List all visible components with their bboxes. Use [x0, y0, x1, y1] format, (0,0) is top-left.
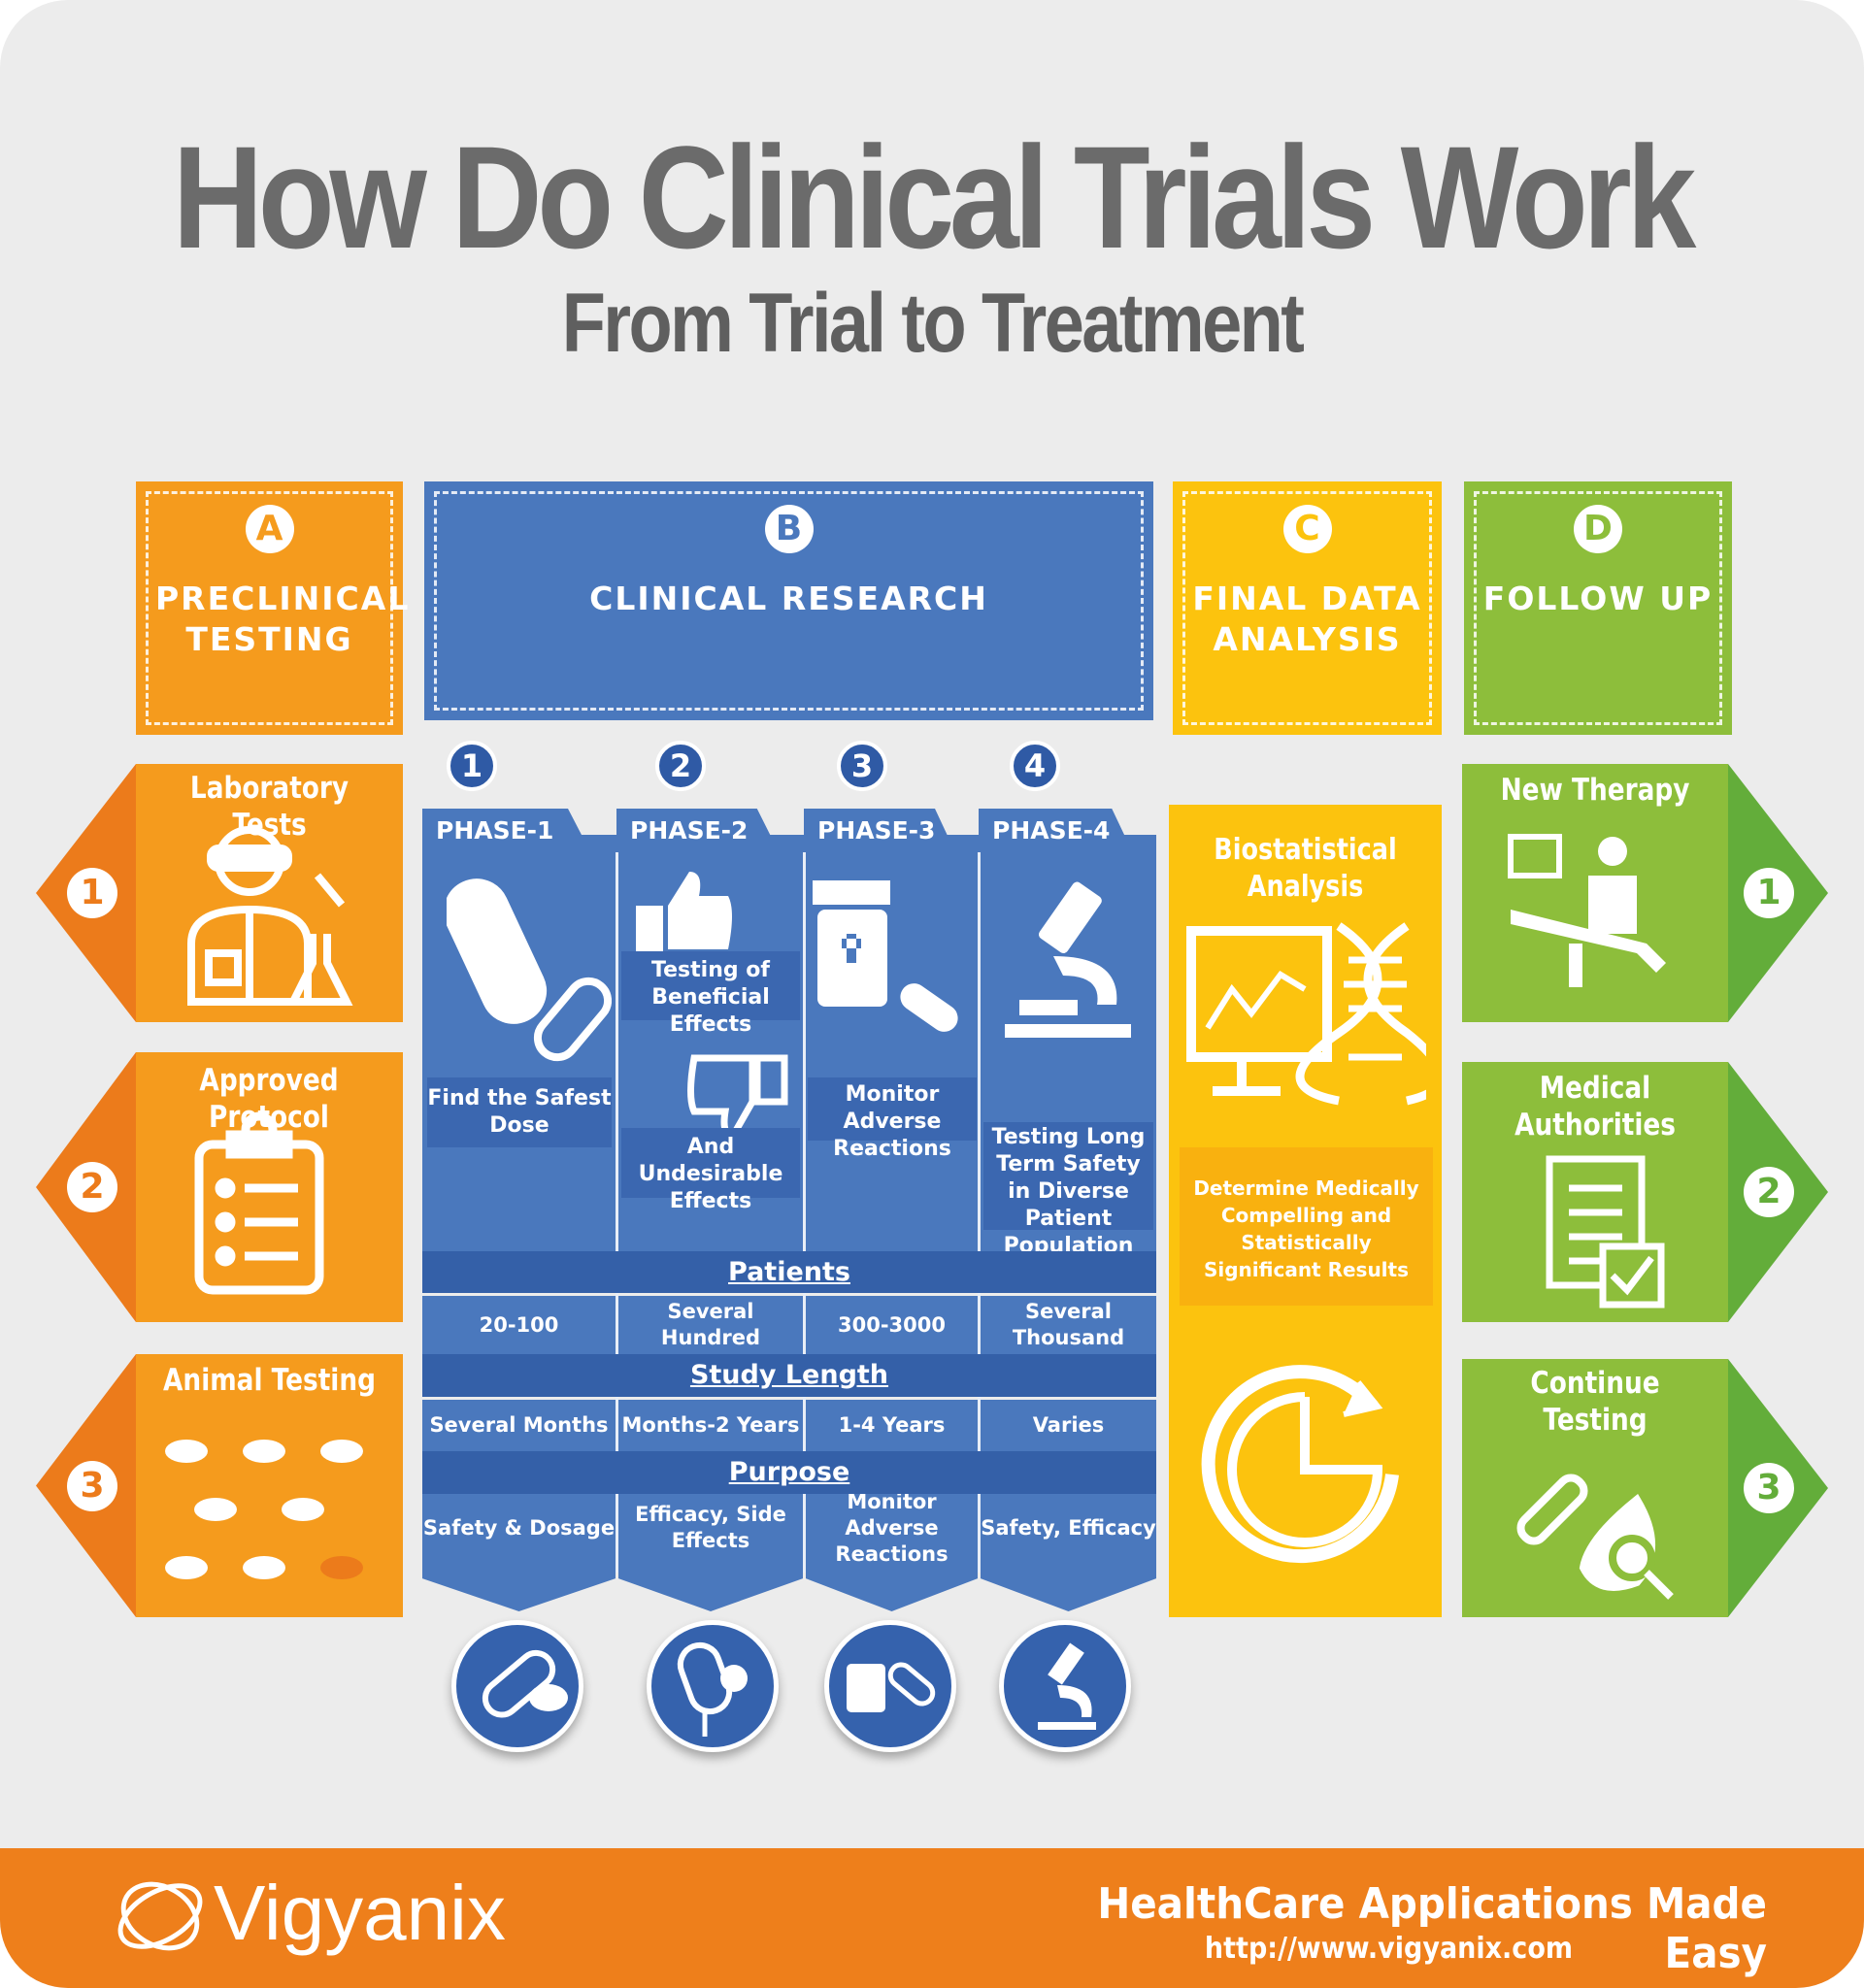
phase-tab-3: PHASE-3: [804, 809, 979, 852]
pie-chart-icon: [1201, 1365, 1399, 1564]
microscope-icon: [1005, 881, 1131, 1038]
analysis-title: Biostatistical Analysis: [1214, 833, 1397, 904]
section-c-header: C FINAL DATA ANALYSIS: [1173, 481, 1442, 735]
phase-tab-2: PHASE-2: [616, 809, 804, 852]
tagline: HealthCare Applications Made Easy: [1097, 1879, 1767, 1978]
section-letter: B: [764, 505, 814, 553]
phase-tab-4: PHASE-4: [979, 809, 1156, 852]
column-divider: [803, 852, 806, 1573]
phase-number: 2: [655, 741, 706, 791]
phase-4-chevron: Safety, Efficacy: [981, 1494, 1156, 1611]
section-a-header: A PRECLINICAL TESTING: [136, 481, 411, 735]
pills-circle-icon: [824, 1620, 956, 1752]
followup-step-2: Medical Authorities 2: [1462, 1062, 1828, 1322]
purpose-phase-2: Efficacy, Side Effects: [635, 1503, 786, 1552]
phase-2-goal-2: And Undesirable Effects: [621, 1128, 800, 1213]
purpose-phase-1: Safety & Dosage: [422, 1515, 616, 1540]
scientist-icon: [187, 826, 353, 1006]
pill-bottle-icon: [813, 880, 962, 1036]
page-title: How Do Clinical Trials Work: [172, 116, 1696, 279]
page-subtitle: From Trial to Treatment: [561, 277, 1305, 370]
phase-2-goal: Testing of Beneficial Effects: [621, 951, 800, 1037]
analysis-panel: Biostatistical Analysis Determine Medica…: [1169, 805, 1442, 1617]
phase-number: 4: [1010, 741, 1060, 791]
preclinical-step-1: 1 Laboratory Tests: [36, 764, 403, 1022]
patients-phase-2: Several Hundred: [618, 1296, 803, 1354]
purpose-header: Purpose: [422, 1451, 1156, 1494]
brand-name[interactable]: Vigyanix: [214, 1870, 506, 1956]
monitor-dna-icon: [1186, 922, 1426, 1106]
patients-header: Patients: [422, 1251, 1156, 1293]
step-label: New Therapy: [1500, 773, 1690, 808]
website-link[interactable]: http://www.vigyanix.com: [1204, 1932, 1573, 1966]
thumbs-up-icon: [636, 872, 732, 952]
vigyanix-logo-icon: [117, 1881, 203, 1951]
clipboard-icon: [194, 1111, 324, 1295]
purpose-phase-4: Safety, Efficacy: [981, 1515, 1156, 1540]
step-label: Medical Authorities: [1514, 1071, 1676, 1143]
phase-4-goal: Testing Long Term Safety in Diverse Pati…: [983, 1122, 1153, 1258]
phase-tab-1: PHASE-1: [422, 809, 616, 852]
phase-number: 1: [447, 741, 497, 791]
iv-drip-circle-icon: [647, 1620, 779, 1752]
followup-step-3: Continue Testing 3: [1462, 1359, 1828, 1617]
step-number: 3: [67, 1461, 117, 1511]
checklist-icon: [1546, 1155, 1665, 1309]
length-phase-1: Several Months: [422, 1400, 616, 1451]
step-number: 2: [1744, 1167, 1794, 1217]
phase-number: 3: [837, 741, 887, 791]
step-number: 2: [67, 1162, 117, 1212]
step-label: Continue Testing: [1530, 1366, 1660, 1438]
length-phase-4: Varies: [981, 1400, 1156, 1451]
phase-1-goal: Find the Safest Dose: [427, 1077, 612, 1147]
followup-step-1: New Therapy 1: [1462, 764, 1828, 1022]
capsule-circle-icon: [451, 1620, 583, 1752]
section-label: FOLLOW UP: [1482, 580, 1714, 617]
patients-phase-4: Several Thousand: [981, 1296, 1156, 1354]
footer: Vigyanix HealthCare Applications Made Ea…: [0, 1848, 1864, 1988]
purpose-phase-3: Monitor Adverse Reactions: [835, 1489, 949, 1566]
patient-chair-icon: [1508, 834, 1666, 987]
mice-icon: [165, 1440, 363, 1579]
step-label: Laboratory Tests: [189, 771, 350, 843]
phase-3-goal: Monitor Adverse Reactions: [808, 1077, 977, 1161]
phase-3-chevron: Monitor Adverse Reactions: [806, 1494, 978, 1611]
section-letter: C: [1282, 505, 1332, 553]
section-d-header: D FOLLOW UP: [1464, 481, 1732, 735]
section-label: CLINICAL RESEARCH: [589, 580, 988, 617]
column-divider: [616, 852, 618, 1573]
section-letter: D: [1574, 505, 1622, 553]
phase-2-chevron: Efficacy, Side Effects: [618, 1494, 803, 1611]
section-label: FINAL DATA ANALYSIS: [1192, 580, 1422, 658]
step-number: 1: [67, 868, 117, 918]
section-letter: A: [245, 505, 294, 553]
preclinical-step-2: 2 Approved Protocol: [36, 1052, 403, 1322]
preclinical-step-3: 3 Animal Testing: [36, 1354, 403, 1617]
step-label: Animal Testing: [163, 1363, 376, 1398]
column-divider: [978, 852, 981, 1573]
capsule-icon: [447, 878, 612, 1062]
analysis-text: Determine Medically Compelling and Stati…: [1180, 1147, 1433, 1306]
step-number: 3: [1744, 1463, 1794, 1513]
section-b-header: B CLINICAL RESEARCH: [424, 481, 1153, 720]
test-tube-magnifier-icon: [1516, 1474, 1674, 1600]
patients-phase-1: 20-100: [422, 1296, 616, 1354]
length-phase-2: Months-2 Years: [618, 1400, 803, 1451]
study-length-header: Study Length: [422, 1354, 1156, 1397]
step-number: 1: [1744, 868, 1794, 918]
section-label: PRECLINICAL TESTING: [155, 580, 411, 658]
microscope-circle-icon: [999, 1620, 1131, 1752]
length-phase-3: 1-4 Years: [806, 1400, 978, 1451]
patients-phase-3: 300-3000: [806, 1296, 978, 1354]
phase-1-chevron: Safety & Dosage: [422, 1494, 616, 1611]
